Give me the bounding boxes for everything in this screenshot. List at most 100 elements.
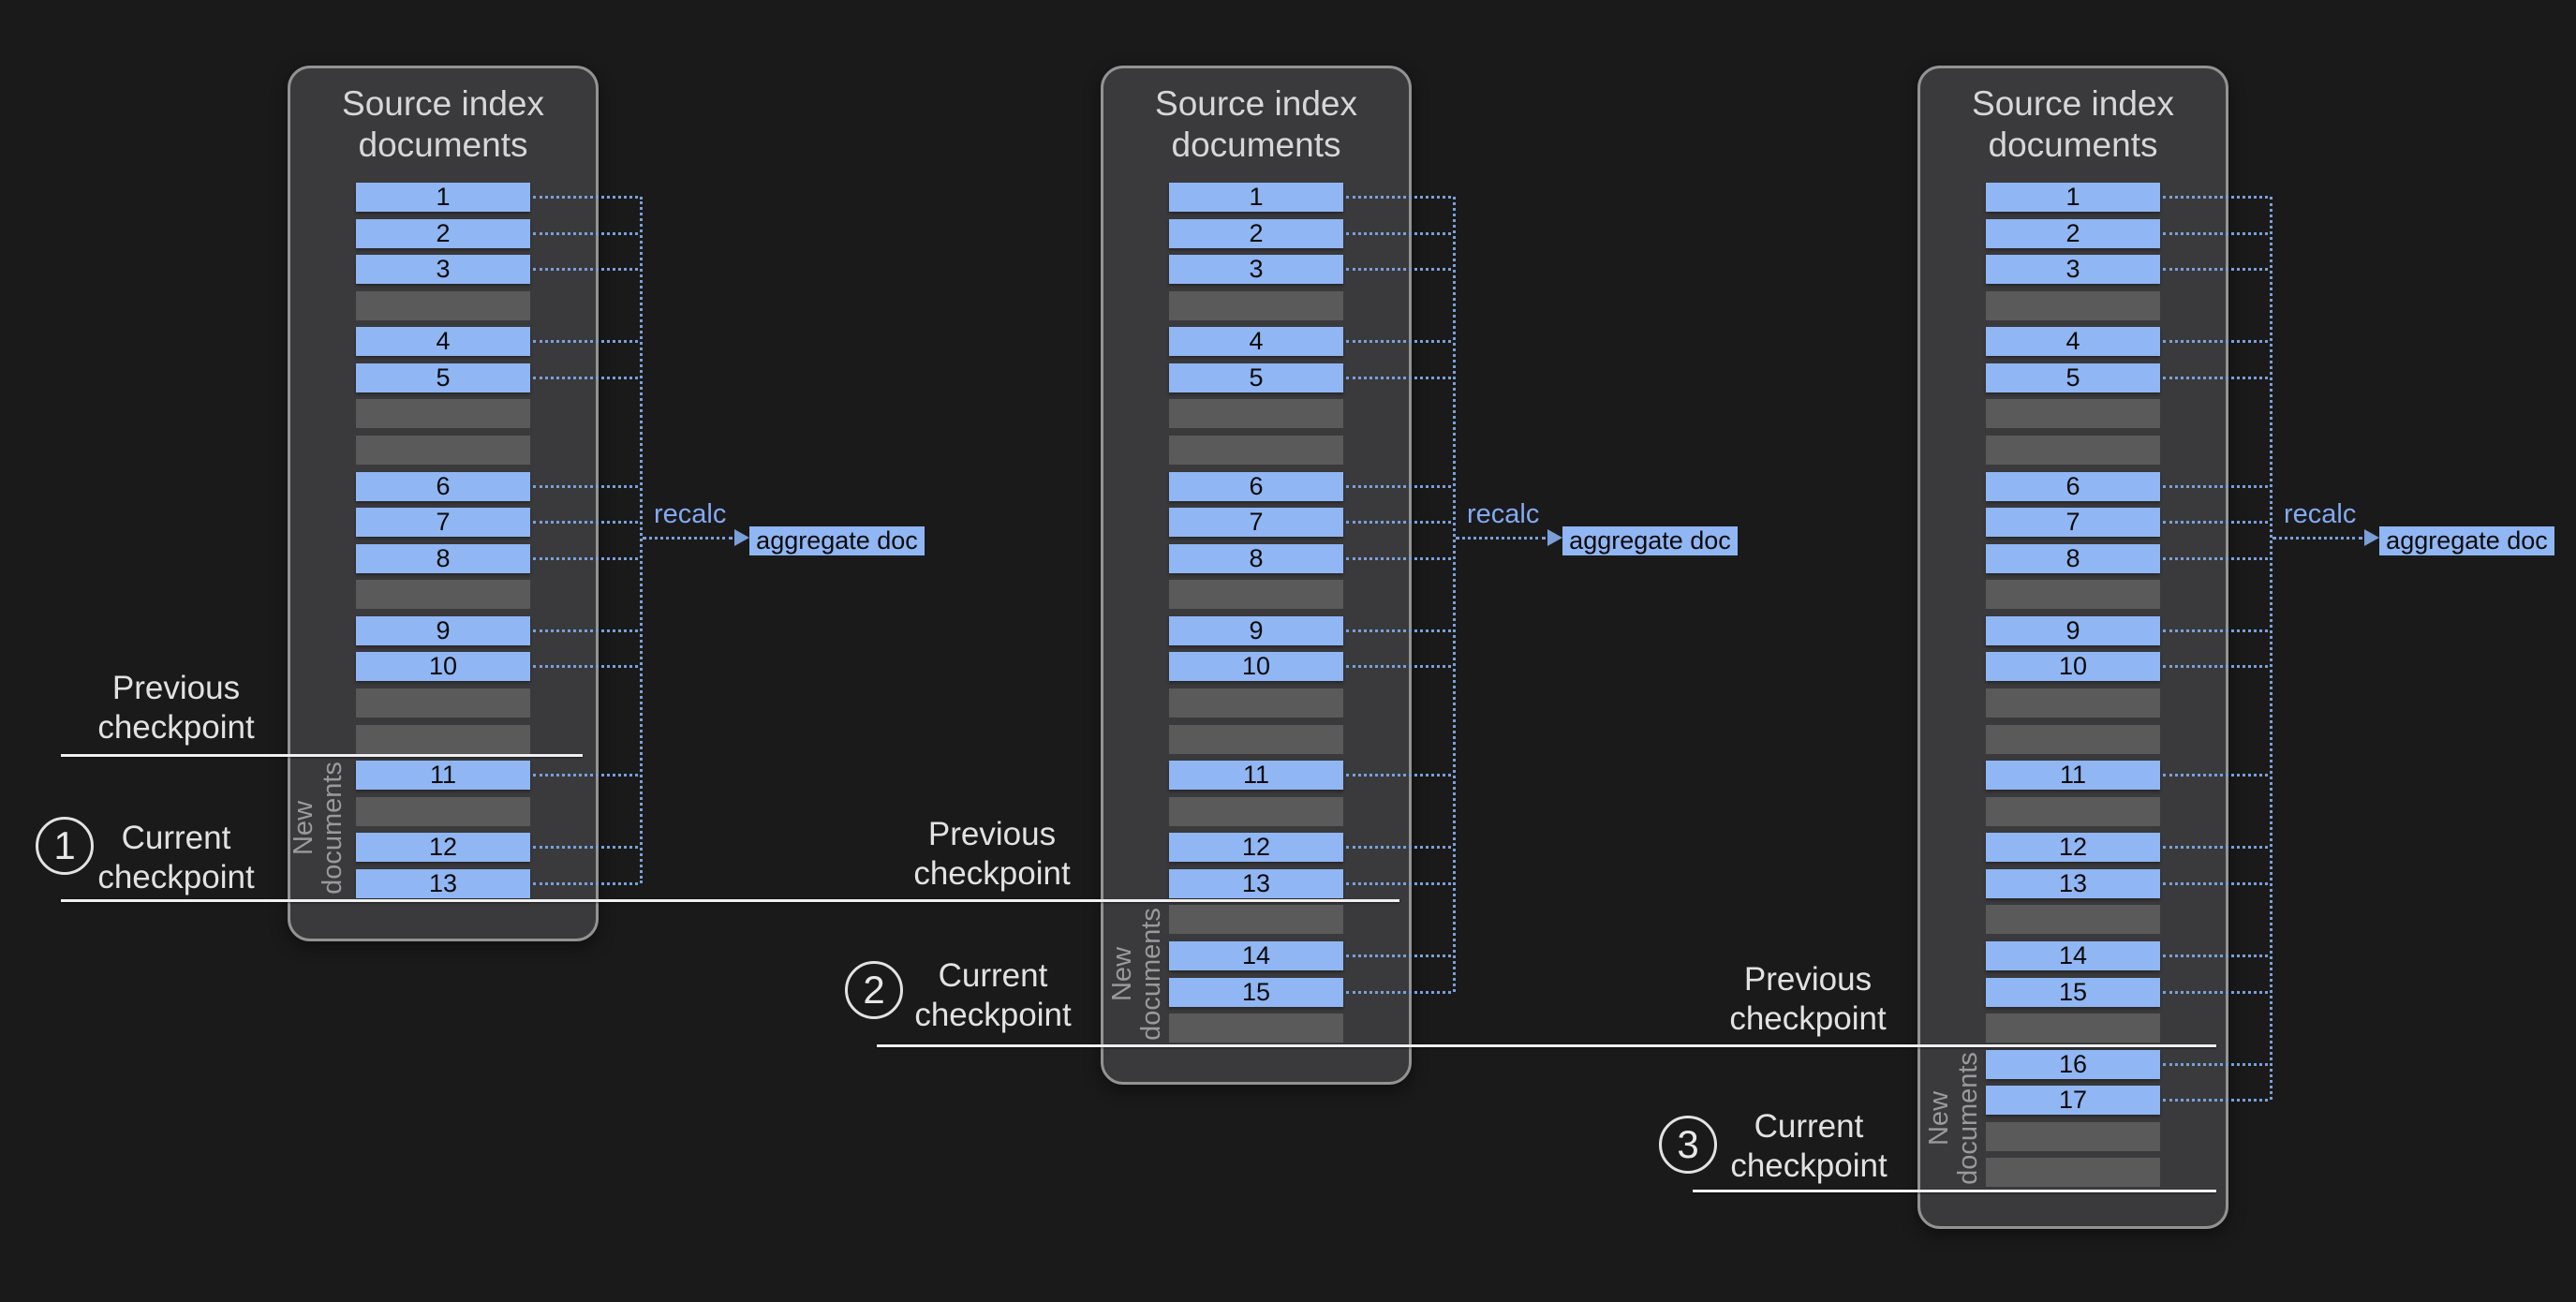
document-bar: 13 bbox=[1169, 869, 1343, 898]
document-bar: 7 bbox=[1169, 508, 1343, 537]
step-number-badge: 2 bbox=[845, 961, 903, 1019]
recalc-arrow-head-icon bbox=[734, 529, 749, 546]
document-bar: 15 bbox=[1169, 978, 1343, 1007]
document-connector-line bbox=[533, 485, 638, 488]
new-documents-label-line: documents bbox=[318, 762, 348, 895]
panel-title-line: Source index bbox=[1155, 84, 1357, 123]
previous-checkpoint-line bbox=[61, 754, 583, 757]
document-connector-line bbox=[1346, 557, 1451, 560]
document-connector-line bbox=[1346, 232, 1451, 235]
previous-checkpoint-label-line: checkpoint bbox=[913, 855, 1071, 892]
current-checkpoint-label-line: checkpoint bbox=[1730, 1147, 1888, 1184]
document-bar: 9 bbox=[356, 616, 530, 645]
document-bar: 3 bbox=[1169, 255, 1343, 284]
empty-document-slot bbox=[1169, 688, 1343, 718]
empty-document-slot bbox=[1986, 688, 2160, 718]
document-connector-line bbox=[2163, 340, 2268, 343]
recalc-label: recalc bbox=[654, 499, 727, 529]
empty-document-slot bbox=[1169, 436, 1343, 465]
document-connector-line bbox=[2163, 629, 2268, 632]
current-checkpoint-label-line: Current bbox=[938, 957, 1048, 994]
current-checkpoint-label-line: Current bbox=[121, 820, 231, 856]
empty-document-slot bbox=[356, 725, 530, 754]
previous-checkpoint-label-line: checkpoint bbox=[1729, 1000, 1887, 1037]
recalc-arrow-line bbox=[2273, 537, 2362, 540]
empty-document-slot bbox=[1986, 580, 2160, 609]
previous-checkpoint-label-line: checkpoint bbox=[97, 709, 255, 746]
document-connector-line bbox=[533, 232, 638, 235]
document-connector-line bbox=[2163, 557, 2268, 560]
docs-group-line bbox=[1453, 197, 1456, 992]
panel-title-line: documents bbox=[358, 126, 528, 164]
empty-document-slot bbox=[1986, 436, 2160, 465]
current-checkpoint-label-line: Current bbox=[1754, 1108, 1864, 1145]
docs-group-line bbox=[640, 197, 643, 883]
previous-checkpoint-label-line: Previous bbox=[111, 670, 241, 706]
document-bar: 13 bbox=[1986, 869, 2160, 898]
document-connector-line bbox=[2163, 991, 2268, 994]
document-bar: 10 bbox=[1169, 652, 1343, 681]
empty-document-slot bbox=[356, 580, 530, 609]
empty-document-slot bbox=[1169, 905, 1343, 934]
empty-document-slot bbox=[1986, 1122, 2160, 1151]
document-bar: 5 bbox=[356, 363, 530, 392]
step-number-badge: 1 bbox=[36, 817, 94, 875]
document-connector-line bbox=[2163, 1099, 2268, 1102]
empty-document-slot bbox=[356, 436, 530, 465]
document-connector-line bbox=[2163, 665, 2268, 668]
document-bar: 5 bbox=[1169, 363, 1343, 392]
document-connector-line bbox=[1346, 485, 1451, 488]
empty-document-slot bbox=[1986, 1158, 2160, 1187]
document-bar: 12 bbox=[1986, 833, 2160, 862]
document-bar: 1 bbox=[1169, 183, 1343, 212]
document-bar: 7 bbox=[1986, 508, 2160, 537]
document-bar: 14 bbox=[1986, 941, 2160, 970]
document-bar: 11 bbox=[1169, 761, 1343, 790]
document-bar: 17 bbox=[1986, 1086, 2160, 1115]
document-connector-line bbox=[533, 882, 638, 885]
empty-document-slot bbox=[1169, 399, 1343, 428]
document-connector-line bbox=[1346, 268, 1451, 271]
document-bar: 10 bbox=[356, 652, 530, 681]
document-connector-line bbox=[533, 774, 638, 777]
document-bar: 4 bbox=[356, 327, 530, 356]
document-bar: 3 bbox=[356, 255, 530, 284]
new-documents-label-line: documents bbox=[1136, 908, 1166, 1041]
document-bar: 9 bbox=[1169, 616, 1343, 645]
empty-document-slot bbox=[1986, 399, 2160, 428]
empty-document-slot bbox=[356, 291, 530, 320]
document-connector-line bbox=[1346, 991, 1451, 994]
document-connector-line bbox=[533, 557, 638, 560]
document-connector-line bbox=[1346, 665, 1451, 668]
document-connector-line bbox=[1346, 377, 1451, 379]
document-bar: 13 bbox=[356, 869, 530, 898]
recalc-arrow-line bbox=[643, 537, 733, 540]
document-bar: 11 bbox=[356, 761, 530, 790]
document-connector-line bbox=[2163, 377, 2268, 379]
document-connector-line bbox=[2163, 268, 2268, 271]
empty-document-slot bbox=[1169, 725, 1343, 754]
aggregate-doc-box: aggregate doc bbox=[2379, 526, 2554, 555]
document-bar: 1 bbox=[1986, 183, 2160, 212]
document-connector-line bbox=[533, 196, 638, 199]
document-connector-line bbox=[2163, 521, 2268, 524]
panel-title-line: documents bbox=[1171, 126, 1341, 164]
document-connector-line bbox=[533, 340, 638, 343]
document-bar: 12 bbox=[1169, 833, 1343, 862]
document-connector-line bbox=[533, 846, 638, 849]
document-connector-line bbox=[533, 268, 638, 271]
recalc-label: recalc bbox=[2284, 499, 2357, 529]
document-connector-line bbox=[2163, 774, 2268, 777]
document-connector-line bbox=[2163, 485, 2268, 488]
document-bar: 14 bbox=[1169, 941, 1343, 970]
document-connector-line bbox=[2163, 1063, 2268, 1066]
document-connector-line bbox=[1346, 774, 1451, 777]
document-bar: 2 bbox=[1169, 219, 1343, 248]
empty-document-slot bbox=[1169, 1013, 1343, 1043]
